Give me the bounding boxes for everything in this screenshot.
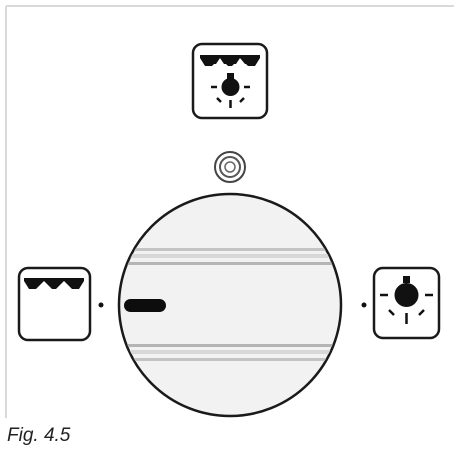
figure-caption: Fig. 4.5 <box>7 425 71 446</box>
top-heat-and-lamp-icon <box>191 42 269 120</box>
lamp-icon <box>372 266 441 340</box>
position-dot-left <box>98 302 104 308</box>
control-knob[interactable] <box>110 192 350 418</box>
top-heat-icon <box>17 266 92 342</box>
knob-pointer <box>124 299 166 312</box>
indicator-light-icon <box>214 151 246 183</box>
figure-frame <box>5 5 454 418</box>
position-dot-right <box>361 302 367 308</box>
